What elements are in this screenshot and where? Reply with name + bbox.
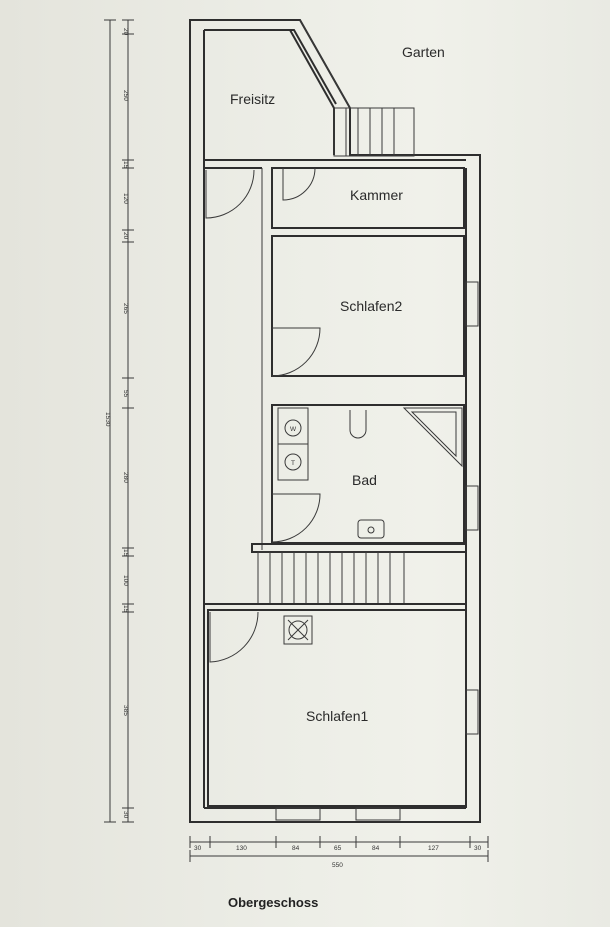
dim-v-15b: 15	[122, 549, 129, 557]
dim-h-total: 550	[332, 862, 343, 869]
dim-h-84b: 84	[372, 845, 380, 852]
horizontal-dimension-chain: 30 130 84 65 84 127 30 550	[189, 836, 489, 869]
dim-h-30a: 30	[194, 845, 202, 852]
dim-h-30b: 30	[474, 845, 482, 852]
freisitz-terrace	[204, 19, 351, 155]
dim-h-65: 65	[334, 845, 342, 852]
dim-h-130: 130	[236, 845, 247, 852]
dim-v-385: 385	[122, 705, 129, 716]
washer-label: W	[290, 426, 297, 433]
schlafen1-room	[207, 609, 479, 821]
plan-title: Obergeschoss	[228, 895, 318, 910]
label-garten: Garten	[402, 44, 445, 60]
dim-v-120: 120	[122, 193, 129, 204]
dim-v-30: 30	[122, 811, 129, 819]
dryer-label: T	[291, 460, 295, 467]
dim-v-250: 250	[122, 90, 129, 101]
label-bad: Bad	[352, 472, 377, 488]
dim-v-15a: 15	[122, 161, 129, 169]
corridor-door	[205, 169, 255, 219]
dim-v-280: 280	[122, 472, 129, 483]
label-schlafen1: Schlafen1	[306, 708, 368, 724]
dim-v-55: 55	[122, 390, 129, 398]
dim-v-100: 100	[122, 575, 129, 586]
dim-v-20b: 20	[122, 232, 129, 240]
schlafen2-room	[271, 235, 479, 377]
kammer-room	[261, 167, 465, 550]
interior-stairs	[204, 543, 467, 605]
dim-h-84a: 84	[292, 845, 300, 852]
dim-h-127: 127	[428, 845, 439, 852]
dim-v-265: 265	[122, 303, 129, 314]
dim-v-20a: 20	[122, 28, 129, 36]
dim-v-15c: 15	[122, 605, 129, 613]
label-freisitz: Freisitz	[230, 91, 275, 107]
label-schlafen2: Schlafen2	[340, 298, 402, 314]
dim-v-total: 1530	[104, 412, 111, 427]
exterior-stairs	[333, 107, 415, 157]
vertical-dimension-chain: 20 250 15 120 20 265 55 280 15 100 15 38…	[104, 19, 134, 823]
label-kammer: Kammer	[350, 187, 403, 203]
